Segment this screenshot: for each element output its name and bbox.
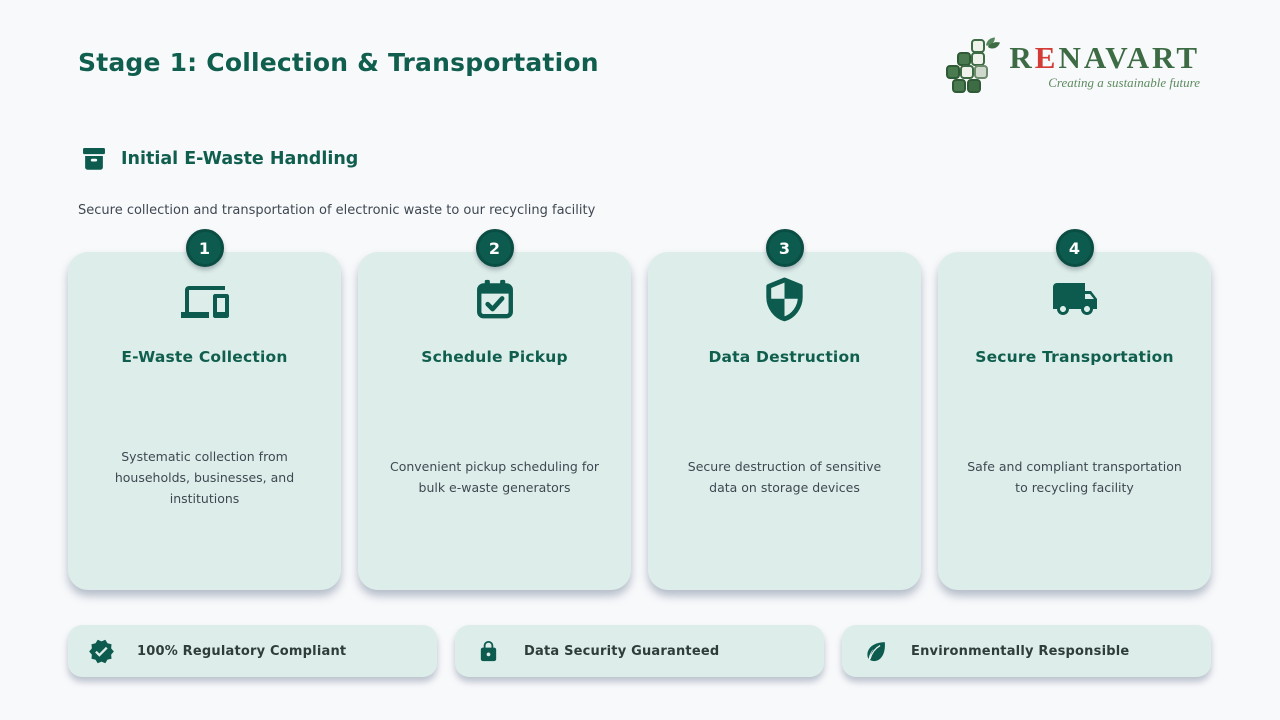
leaf-icon (862, 638, 889, 665)
step-card-ewaste-collection: 1 E-Waste Collection Systematic collecti… (68, 229, 341, 590)
brand-tagline: Creating a sustainable future (1048, 75, 1200, 90)
step-description: Secure destruction of sensitive data on … (687, 459, 882, 495)
step-title: Schedule Pickup (421, 348, 568, 366)
step-title: Secure Transportation (975, 348, 1174, 366)
step-card-secure-transportation: 4 Secure Transportation Safe and complia… (938, 229, 1211, 590)
step-number-badge: 1 (185, 229, 224, 267)
step-title: Data Destruction (708, 348, 861, 366)
step-number-badge: 4 (1055, 229, 1094, 267)
section-title: Initial E-Waste Handling (121, 149, 359, 169)
calendar-check-icon (358, 276, 631, 322)
step-card-data-destruction: 3 D (648, 229, 921, 590)
section-subtitle: Secure collection and transportation of … (78, 203, 596, 218)
badge-data-security: Data Security Guaranteed (455, 625, 824, 677)
brand-logo-icon (946, 37, 1001, 93)
step-description: Convenient pickup scheduling for bulk e-… (389, 459, 600, 495)
lock-icon (475, 638, 502, 665)
page-title: Stage 1: Collection & Transportation (78, 48, 599, 77)
truck-icon (938, 276, 1211, 322)
step-description: Safe and compliant transportation to rec… (967, 459, 1182, 495)
step-number-badge: 3 (765, 229, 804, 267)
archive-box-icon (83, 148, 105, 170)
step-number-badge: 2 (475, 229, 514, 267)
verified-seal-icon (88, 638, 115, 665)
brand-logo-text: RENAVART Creating a sustainable future (1009, 42, 1200, 91)
devices-icon (68, 276, 341, 322)
badge-environmentally-responsible: Environmentally Responsible (842, 625, 1211, 677)
badge-label: 100% Regulatory Compliant (137, 643, 347, 659)
brand-logo: RENAVART Creating a sustainable future (945, 36, 1200, 94)
assurance-badges-row: 100% Regulatory Compliant Data Security … (68, 625, 1211, 677)
steps-row: 1 E-Waste Collection Systematic collecti… (68, 229, 1211, 590)
shield-icon (648, 276, 921, 322)
section-heading: Initial E-Waste Handling (80, 144, 358, 174)
badge-label: Environmentally Responsible (911, 643, 1130, 659)
badge-label: Data Security Guaranteed (524, 643, 720, 659)
step-title: E-Waste Collection (121, 348, 288, 366)
step-card-schedule-pickup: 2 Schedule Pickup Convenient pickup sche… (358, 229, 631, 590)
step-description: Systematic collection from households, b… (114, 448, 295, 506)
brand-accent-letter: E (1034, 40, 1059, 75)
brand-wordmark: RENAVART (1009, 40, 1200, 75)
badge-regulatory-compliant: 100% Regulatory Compliant (68, 625, 437, 677)
